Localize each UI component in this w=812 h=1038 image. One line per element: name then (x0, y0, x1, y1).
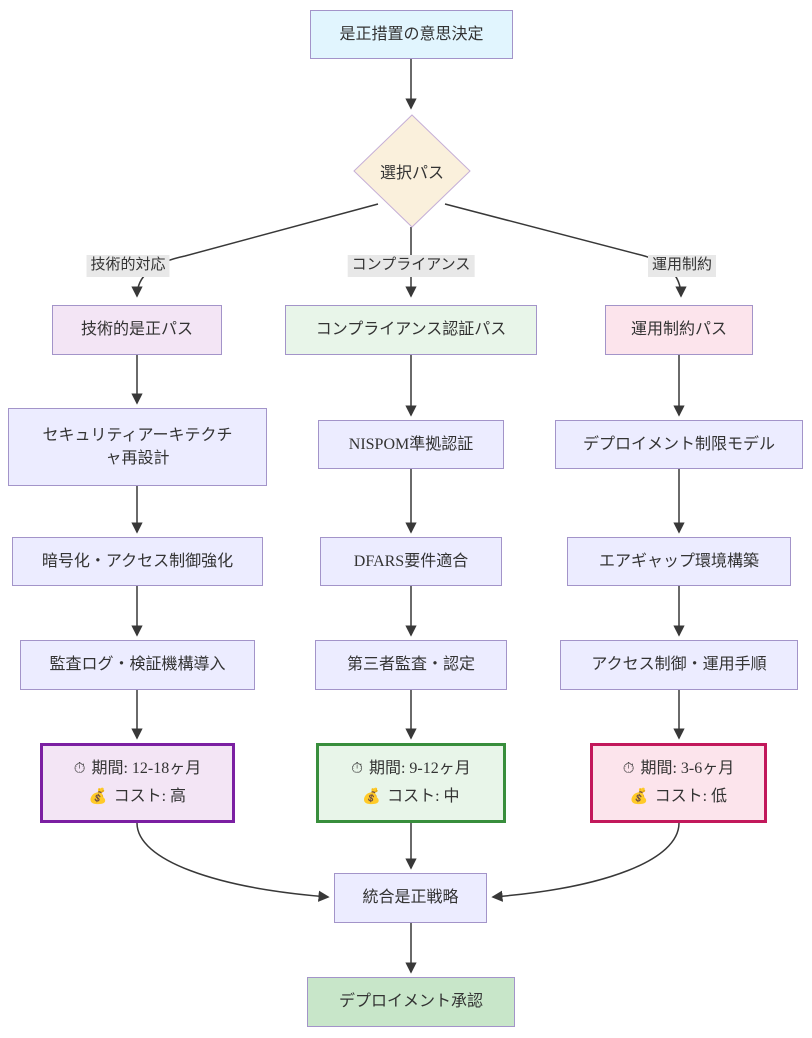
edge-decision-to-ops (444, 203, 687, 298)
compliance-step-2: DFARS要件適合 (320, 537, 502, 586)
ops-step-1: デプロイメント制限モデル (555, 420, 803, 469)
edge-ops-to-merge (491, 822, 680, 902)
tech-path-header: 技術的是正パス (52, 305, 222, 355)
money-bag-icon: 💰 (362, 789, 382, 805)
stopwatch-icon: ⏱ (351, 761, 363, 777)
compliance-path-header: コンプライアンス認証パス (285, 305, 537, 355)
ops-step-3: アクセス制御・運用手順 (560, 640, 798, 690)
ops-path-header: 運用制約パス (605, 305, 753, 355)
edge-decision-to-tech (131, 203, 379, 298)
stopwatch-icon: ⏱ (73, 761, 86, 777)
compliance-period-text: 期間: 9-12ヶ月 (368, 760, 471, 777)
tech-step-1: セキュリティアーキテクチャ再設計 (8, 408, 267, 486)
tech-summary-box: ⏱ 期間: 12-18ヶ月 💰 コスト: 高 (40, 743, 235, 823)
tech-period-line: ⏱ 期間: 12-18ヶ月 (74, 755, 201, 783)
tech-period-text: 期間: 12-18ヶ月 (91, 760, 202, 777)
merge-node: 統合是正戦略 (334, 873, 487, 923)
compliance-period-line: ⏱ 期間: 9-12ヶ月 (351, 755, 470, 783)
ops-summary-box: ⏱ 期間: 3-6ヶ月 💰 コスト: 低 (590, 743, 767, 823)
ops-step-2: エアギャップ環境構築 (567, 537, 791, 586)
money-bag-icon: 💰 (88, 789, 108, 805)
compliance-step-3: 第三者監査・認定 (315, 640, 507, 690)
stopwatch-icon: ⏱ (622, 761, 635, 777)
compliance-cost-text: コスト: 中 (387, 788, 460, 805)
decision-diamond-shape (353, 114, 471, 228)
edge-label-compliance: コンプライアンス (347, 255, 475, 277)
edge-tech-to-merge (136, 822, 330, 902)
ops-cost-text: コスト: 低 (654, 788, 728, 805)
ops-period-line: ⏱ 期間: 3-6ヶ月 (623, 755, 734, 783)
edge-label-operational: 運用制約 (647, 255, 717, 277)
compliance-step-1: NISPOM準拠認証 (318, 420, 504, 469)
ops-period-text: 期間: 3-6ヶ月 (640, 760, 735, 777)
tech-step-3: 監査ログ・検証機構導入 (20, 640, 255, 690)
root-node: 是正措置の意思決定 (310, 10, 513, 59)
compliance-cost-line: 💰 コスト: 中 (362, 783, 459, 811)
edge-label-technical: 技術的対応 (86, 255, 170, 277)
decision-label: 選択パス (379, 165, 445, 182)
compliance-summary-box: ⏱ 期間: 9-12ヶ月 💰 コスト: 中 (316, 743, 506, 823)
tech-step-2: 暗号化・アクセス制御強化 (12, 537, 263, 586)
ops-cost-line: 💰 コスト: 低 (630, 783, 727, 811)
tech-cost-line: 💰 コスト: 高 (89, 783, 186, 811)
tech-cost-text: コスト: 高 (113, 788, 187, 805)
final-node: デプロイメント承認 (307, 977, 515, 1027)
money-bag-icon: 💰 (629, 789, 649, 805)
